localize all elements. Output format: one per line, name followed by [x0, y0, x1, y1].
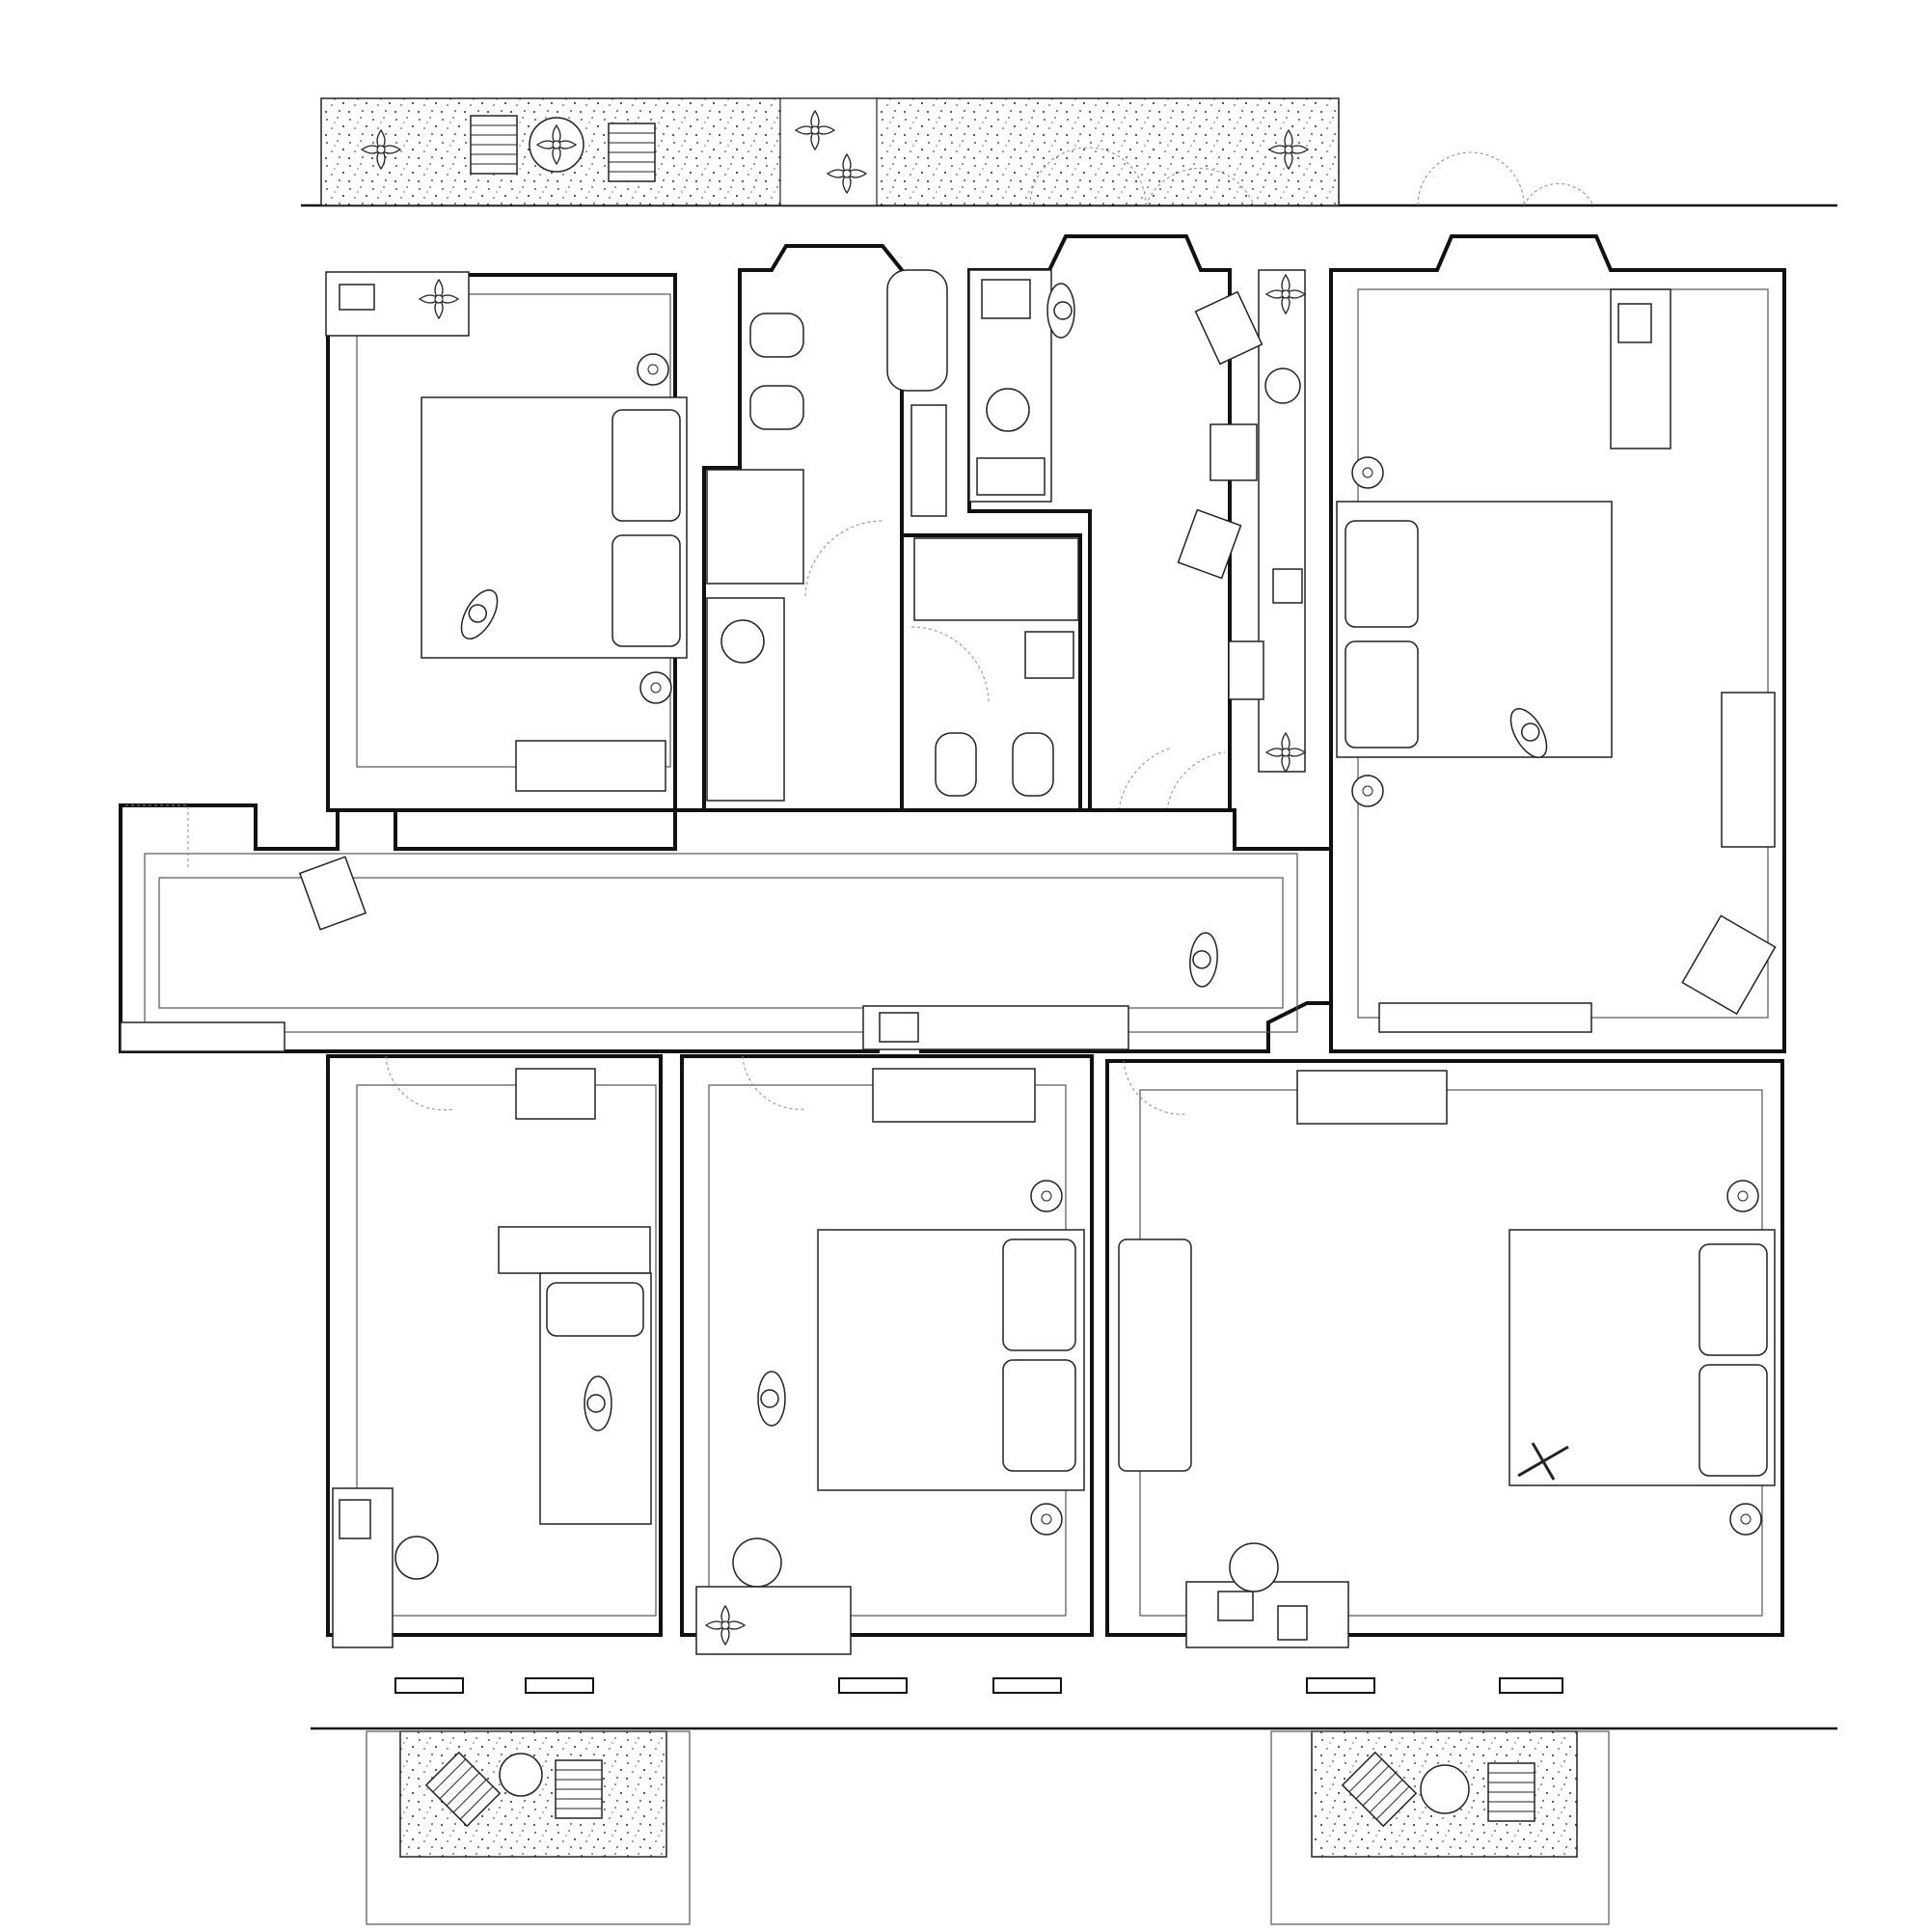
bidet: [749, 385, 804, 430]
chair-icon: [1487, 1762, 1535, 1822]
bathroom-1: [702, 244, 948, 812]
pillow: [1345, 520, 1419, 628]
balcony-se: [1270, 1730, 1610, 1925]
shower-tray: [913, 537, 1079, 621]
round-table: [499, 1753, 543, 1797]
chair-icon: [1229, 1542, 1279, 1592]
chair-icon: [608, 122, 656, 182]
nightstand: [1726, 1180, 1759, 1212]
chair-icon: [394, 1536, 439, 1580]
nightstand: [1351, 456, 1384, 489]
bedroom-sw: [326, 1054, 663, 1648]
shoe-rack: [515, 740, 666, 792]
book-icon: [1617, 303, 1652, 343]
sofa: [1118, 1238, 1192, 1472]
toy-plane-icon: [1517, 1442, 1569, 1481]
pillow: [611, 534, 681, 647]
book-icon: [1272, 568, 1303, 604]
stove-burner: [986, 388, 1030, 432]
mirror: [910, 404, 947, 517]
desk: [695, 1586, 852, 1655]
bathtub: [886, 269, 948, 392]
corridor: [119, 803, 1333, 1053]
sink: [981, 279, 1031, 319]
person-icon: [584, 1375, 612, 1431]
living-ne: [1329, 234, 1786, 1053]
chair-icon: [1681, 914, 1777, 1016]
pillow: [546, 1282, 644, 1337]
chair-icon: [732, 1537, 782, 1588]
nightstand: [1351, 775, 1384, 807]
bedroom-s: [680, 1054, 1094, 1655]
terrace-north: [320, 97, 1594, 206]
bedroom-se: [1105, 1059, 1784, 1648]
bedroom-nw: [325, 271, 688, 812]
nightstand: [1030, 1503, 1063, 1536]
hob: [976, 457, 1046, 496]
shower: [706, 469, 804, 585]
person-icon: [757, 1371, 786, 1427]
shoe-rack: [1296, 1070, 1448, 1125]
laptop-icon: [339, 284, 375, 311]
chair-icon: [470, 115, 518, 175]
chair-icon: [1228, 640, 1264, 700]
book-icon: [1277, 1605, 1308, 1641]
nightstand: [637, 353, 669, 386]
chair-icon: [1194, 290, 1263, 366]
chair-icon: [1177, 508, 1242, 580]
round-table: [1420, 1764, 1470, 1814]
book-icon: [339, 1499, 371, 1539]
toilet: [749, 313, 804, 358]
luggage: [298, 856, 367, 931]
chair-icon: [1209, 423, 1258, 481]
kitchen-counter: [1258, 269, 1306, 773]
balcony-sw: [366, 1730, 691, 1925]
person-icon: [1186, 931, 1221, 989]
pillow: [611, 409, 681, 522]
toilet: [935, 732, 977, 797]
person-icon: [1046, 283, 1075, 339]
radiator: [1378, 1002, 1592, 1033]
kitchen: [967, 234, 1306, 812]
nightstand: [1729, 1503, 1762, 1536]
chair-icon: [555, 1759, 603, 1819]
pillow: [1698, 1243, 1768, 1356]
pillow: [1002, 1359, 1076, 1472]
bidet: [1012, 732, 1054, 797]
book-icon: [879, 1012, 919, 1043]
side-cabinet: [1721, 692, 1776, 848]
pillow: [1345, 640, 1419, 748]
pillow: [1698, 1364, 1768, 1477]
pillow: [1002, 1238, 1076, 1351]
storage: [120, 1021, 285, 1052]
bed-headboard: [498, 1226, 651, 1274]
desk: [1185, 1581, 1349, 1648]
shoe-rack: [872, 1068, 1036, 1123]
shoe-rack: [515, 1068, 596, 1120]
nightstand: [639, 671, 672, 704]
sink: [1024, 631, 1074, 679]
nightstand: [1030, 1180, 1063, 1212]
book-icon: [1217, 1591, 1254, 1621]
